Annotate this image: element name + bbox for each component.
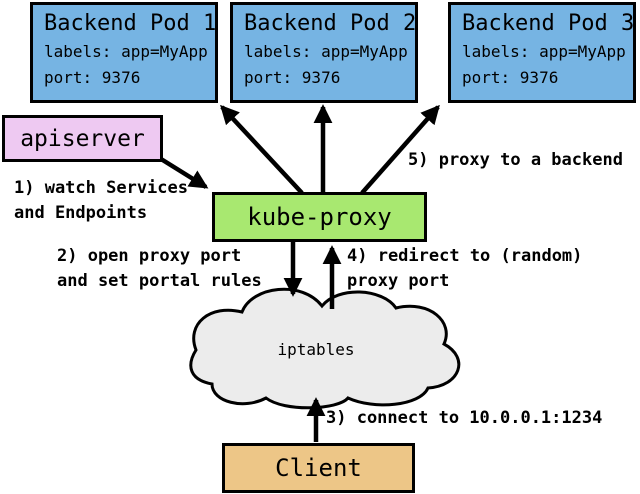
- annotation-step4-line1: 4) redirect to (random): [347, 246, 583, 266]
- annotation-step3-line1: 3) connect to 10.0.0.1:1234: [326, 408, 603, 428]
- annotation-step2-line2: and set portal rules: [57, 271, 262, 291]
- annotation-step1-line2: and Endpoints: [14, 203, 148, 223]
- annotation-step1: 1) watch Services and Endpoints: [14, 176, 188, 226]
- apiserver-label: apiserver: [20, 125, 145, 152]
- pod-2-title: Backend Pod 2: [244, 11, 417, 36]
- backend-pod-3-box: Backend Pod 3 labels: app=MyApp port: 93…: [448, 2, 636, 103]
- annotation-step2: 2) open proxy port and set portal rules: [57, 244, 262, 294]
- backend-pod-1-box: Backend Pod 1 labels: app=MyApp port: 93…: [30, 2, 218, 103]
- pod-2-port: port: 9376: [244, 68, 341, 87]
- annotation-step4: 4) redirect to (random) proxy port: [347, 244, 582, 294]
- client-label: Client: [275, 454, 362, 482]
- pod-3-title: Backend Pod 3: [462, 11, 635, 36]
- arrow-apiserver-to-kubeproxy: [159, 157, 209, 189]
- annotation-step5-line1: 5) proxy to a backend: [408, 150, 623, 170]
- annotation-step1-line1: 1) watch Services: [14, 178, 188, 198]
- pod-3-labels: labels: app=MyApp: [462, 42, 626, 61]
- annotation-step4-line2: proxy port: [347, 271, 450, 291]
- kube-proxy-box: kube-proxy: [212, 192, 427, 242]
- client-box: Client: [222, 443, 415, 493]
- pod-3-port: port: 9376: [462, 68, 559, 87]
- iptables-label: iptables: [277, 340, 355, 359]
- arrow-kubeproxy-to-pod3: [360, 104, 440, 195]
- pod-1-title: Backend Pod 1: [44, 11, 217, 36]
- pod-2-labels: labels: app=MyApp: [244, 42, 408, 61]
- annotation-step3: 3) connect to 10.0.0.1:1234: [326, 406, 602, 431]
- kube-proxy-label: kube-proxy: [247, 203, 392, 231]
- pod-1-labels: labels: app=MyApp: [44, 42, 208, 61]
- iptables-cloud-shape: [189, 287, 461, 410]
- annotation-step2-line1: 2) open proxy port: [57, 246, 242, 266]
- pod-1-port: port: 9376: [44, 68, 141, 87]
- backend-pod-2-box: Backend Pod 2 labels: app=MyApp port: 93…: [230, 2, 418, 103]
- annotation-step5: 5) proxy to a backend: [408, 148, 623, 173]
- apiserver-box: apiserver: [2, 115, 163, 162]
- arrow-kubeproxy-to-pod1: [220, 104, 304, 195]
